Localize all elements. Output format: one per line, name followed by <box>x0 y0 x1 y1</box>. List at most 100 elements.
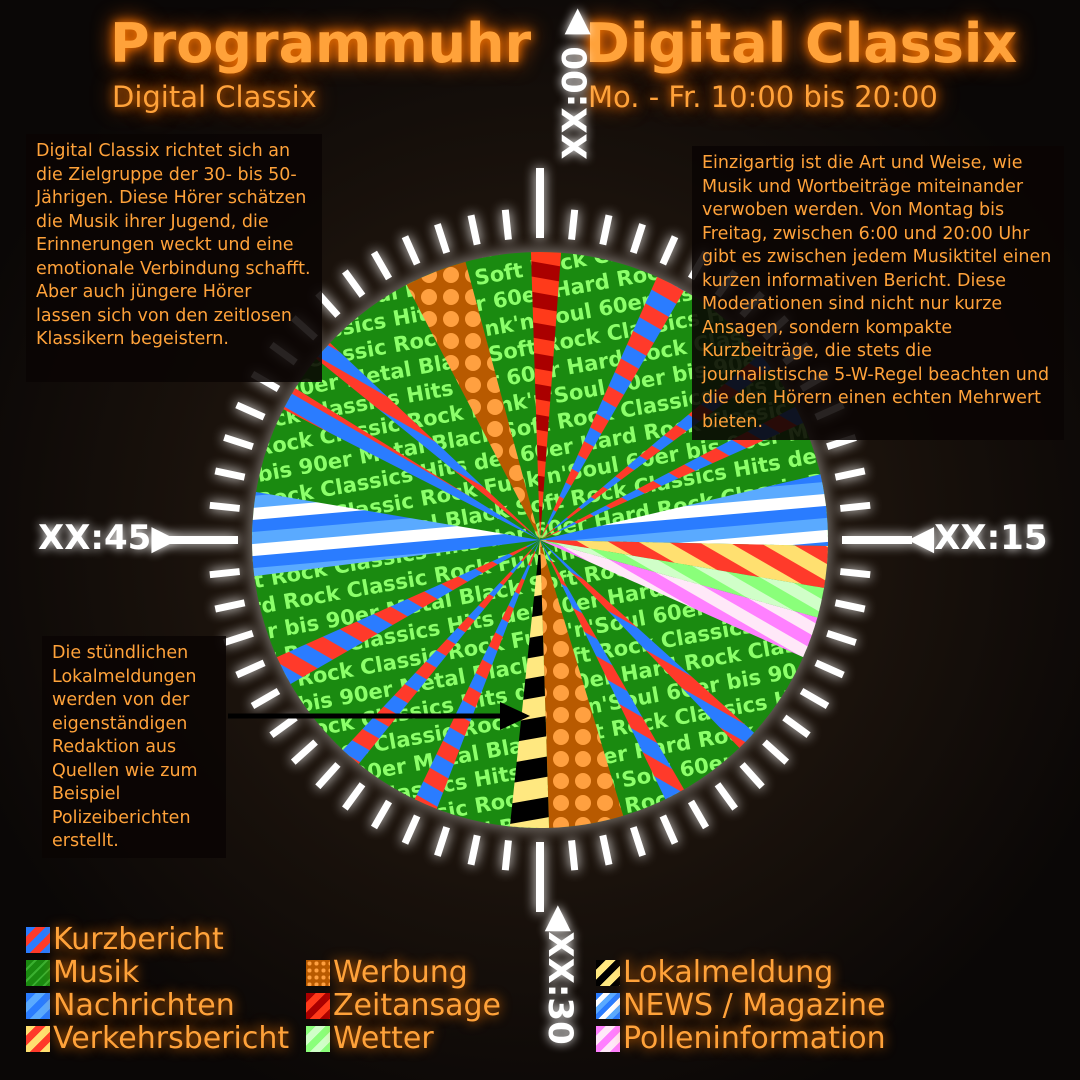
audience-text: Digital Classix richtet sich an die Ziel… <box>26 134 322 382</box>
legend-label: Polleninformation <box>623 1021 886 1056</box>
tick-mark <box>501 209 512 241</box>
tick-mark <box>434 826 451 857</box>
clock-segments <box>251 252 828 829</box>
tick-mark <box>250 687 281 710</box>
tick-mark <box>223 629 254 646</box>
segment-zeit <box>530 252 562 540</box>
zeit-swatch-icon <box>306 992 330 1019</box>
segment-kurzbericht <box>414 540 540 809</box>
legend-label: NEWS / Magazine <box>623 988 886 1023</box>
legend-label: Verkehrsbericht <box>53 1021 290 1056</box>
tick-mark <box>209 568 241 579</box>
tick-mark <box>315 762 341 790</box>
tick-mark <box>290 739 318 765</box>
tick-mark <box>814 659 845 679</box>
tick-mark <box>568 209 579 241</box>
label-xx30: ◀XX:30 <box>539 905 580 1045</box>
segment-kurzbericht <box>540 540 755 748</box>
tick-mark <box>370 799 393 830</box>
musik-swatch-icon <box>26 959 50 986</box>
tick-mark <box>223 434 254 451</box>
tick-mark <box>839 501 871 512</box>
pollen-swatch-icon <box>596 1025 620 1052</box>
legend-item-zeit: Zeitansage <box>306 988 501 1023</box>
nachrichten-swatch-icon <box>26 992 50 1019</box>
legend-item-pollen: Polleninformation <box>596 1021 886 1056</box>
legend-item-werbung: Werbung <box>306 955 468 990</box>
legend-item-verkehr: Verkehrsbericht <box>26 1021 289 1056</box>
title-right: Digital Classix <box>585 12 1018 75</box>
legend-item-kurzbericht: Kurzbericht <box>26 922 224 957</box>
tick-mark <box>839 568 871 579</box>
tick-mark <box>269 714 298 738</box>
tick-mark <box>342 269 366 298</box>
tick-mark <box>799 687 830 710</box>
tick-mark <box>834 467 866 481</box>
tick-mark <box>714 782 738 811</box>
verkehr-swatch-icon <box>26 1025 50 1052</box>
tick-mark <box>834 599 866 613</box>
tick-mark <box>659 235 679 266</box>
legend-label: Wetter <box>333 1021 434 1056</box>
segment-lokal <box>509 540 550 829</box>
segment-wetter <box>540 540 824 618</box>
tick-mark <box>782 714 811 738</box>
tick-mark <box>568 839 579 871</box>
lokalmeldung-text: Die stündlichen Lokalmeldungen werden vo… <box>42 636 226 858</box>
tick-mark <box>214 467 246 481</box>
concept-text: Einzigartig ist die Art und Weise, wie M… <box>692 146 1064 440</box>
tick-mark <box>826 629 857 646</box>
legend-item-nachrichten: Nachrichten <box>26 988 235 1023</box>
tick-mark <box>235 401 266 421</box>
segment-news <box>540 474 828 547</box>
segment-werbung <box>540 540 624 828</box>
label-xx15: ◀XX:15 <box>908 518 1048 558</box>
tick-mark <box>214 599 246 613</box>
subtitle-left: Digital Classix <box>112 80 317 114</box>
tick-mark <box>501 839 512 871</box>
legend-label: Werbung <box>333 955 468 990</box>
werbung-swatch-icon <box>306 959 330 986</box>
tick-mark <box>687 799 710 830</box>
legend-label: Zeitansage <box>333 988 502 1023</box>
segment-kurzbericht <box>283 388 540 540</box>
legend-item-wetter: Wetter <box>306 1021 434 1056</box>
tick-mark <box>739 762 765 790</box>
wetter-swatch-icon <box>306 1025 330 1052</box>
segment-kurzbericht <box>540 276 684 540</box>
segment-kurzbericht <box>342 540 540 764</box>
lokal-swatch-icon <box>596 959 620 986</box>
tick-mark <box>342 782 366 811</box>
tick-mark <box>467 834 481 866</box>
tick-mark <box>762 739 790 765</box>
tick-mark <box>629 826 646 857</box>
tick-mark <box>659 814 679 845</box>
tick-mark <box>401 235 421 266</box>
legend-label: Nachrichten <box>53 988 235 1023</box>
tick-mark <box>235 659 266 679</box>
label-xx00: XX:00 ▶ <box>555 8 596 160</box>
tick-mark <box>599 214 613 246</box>
tick-mark <box>629 223 646 254</box>
tick-mark <box>599 834 613 866</box>
segment-werbung <box>406 261 540 540</box>
tick-mark <box>370 250 393 281</box>
legend-item-lokal: Lokalmeldung <box>596 955 833 990</box>
tick-mark <box>467 214 481 246</box>
label-xx45: XX:45▶ <box>38 518 178 558</box>
lokalmeldung-arrow <box>228 702 530 730</box>
title-left: Programmuhr <box>110 12 532 75</box>
segment-verkehr <box>540 540 828 589</box>
legend-item-musik: Musik <box>26 955 139 990</box>
legend-item-news: NEWS / Magazine <box>596 988 886 1023</box>
segment-kurzbericht <box>540 540 684 800</box>
segment-news <box>251 491 540 577</box>
segment-kurzbericht <box>316 342 540 540</box>
subtitle-right: Mo. - Fr. 10:00 bis 20:00 <box>588 80 938 114</box>
segment-kurzbericht <box>276 540 540 684</box>
news-swatch-icon <box>596 992 620 1019</box>
segment-pollen <box>540 540 818 658</box>
kurzbericht-swatch-icon <box>26 926 50 953</box>
tick-mark <box>434 223 451 254</box>
legend-label: Kurzbericht <box>53 922 224 957</box>
